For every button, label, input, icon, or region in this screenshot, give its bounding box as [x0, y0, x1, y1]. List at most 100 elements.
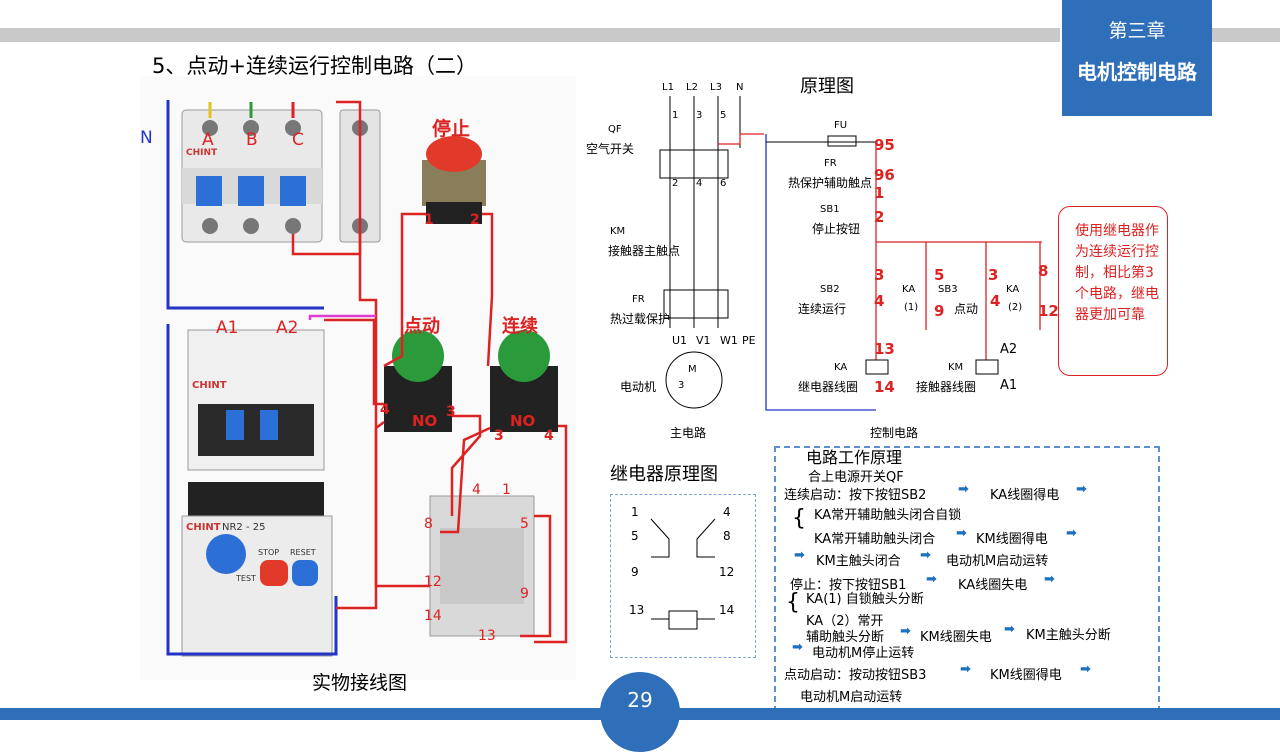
num-3a: 3: [874, 266, 885, 284]
label-motor: 电动机: [620, 380, 657, 394]
label-v1: V1: [696, 334, 711, 347]
arrow-icon: ➡: [792, 640, 803, 655]
chapter-number: 第三章: [1108, 20, 1166, 42]
label-l3: L3: [710, 82, 722, 93]
num-3b: 3: [988, 266, 999, 284]
arrow-icon: ➡: [956, 526, 967, 541]
fr-box: [663, 289, 729, 319]
watermark-logo: 王哥帮: [20, 664, 80, 688]
stop-button-cap: [426, 136, 482, 172]
num-13: 13: [874, 340, 895, 358]
breaker-toggle-2: [238, 176, 264, 206]
label-a1: A1: [216, 318, 239, 338]
num-9: 9: [934, 302, 945, 320]
relay-pin-1: 1: [631, 505, 639, 519]
arrow-icon: ➡: [1080, 662, 1091, 677]
jog-pin-3: 3: [446, 404, 456, 420]
work-line-9: 电动机M停止运转: [812, 646, 915, 661]
work-line-3b: KM线圈得电: [976, 532, 1048, 547]
wire-jog-left: [374, 421, 430, 588]
relay-diagram: 1 4 5 8 9 12 13 14: [610, 494, 756, 658]
motor-circle: [665, 351, 723, 409]
t-3a: 3: [696, 110, 703, 121]
work-line-10a: 点动启动：按动按钮SB3: [784, 668, 927, 683]
label-sb1: SB1: [820, 204, 840, 215]
label-ka1: KA: [902, 284, 916, 295]
label-b: B: [246, 130, 258, 150]
num-a1: A1: [1000, 378, 1018, 393]
cont-pin-4: 4: [544, 428, 554, 444]
relay-contact-right: [696, 518, 716, 558]
stop-pin-2: 2: [470, 212, 480, 228]
brace-icon: {: [786, 590, 800, 615]
label-l1: L1: [662, 82, 674, 93]
work-line-1b: KA线圈得电: [990, 488, 1060, 503]
working-principle-title: 电路工作原理: [806, 448, 903, 467]
thermal-stop-text: STOP: [258, 548, 280, 557]
contactor-front: [198, 404, 314, 456]
brace-icon: {: [792, 506, 806, 531]
thermal-reset-text: RESET: [290, 548, 316, 557]
label-pe: PE: [742, 334, 756, 347]
breaker-screw-5: [243, 218, 259, 234]
relay-pin-1: 1: [502, 482, 511, 498]
breaker-screw-1: [202, 120, 218, 136]
label-cont-run: 连续运行: [798, 302, 847, 316]
work-line-4b: 电动机M启动运转: [946, 554, 1049, 569]
stop-button-block: [426, 202, 482, 224]
wire-thermal: [336, 234, 378, 610]
top-band: [0, 28, 1060, 42]
thermal-test-text: TEST: [236, 574, 256, 583]
label-contactor-main: 接触器主触点: [608, 244, 681, 258]
label-stop: 停止: [432, 118, 471, 140]
work-line-6: KA(1) 自锁触头分断: [806, 592, 924, 607]
wire-stop-right: [482, 212, 494, 367]
breaker-toggle-3: [280, 176, 306, 206]
label-l2: L2: [686, 82, 698, 93]
breaker-brand: CHINT: [186, 148, 218, 158]
jog-button-cap: [392, 330, 444, 382]
label-sb3: SB3: [938, 284, 958, 295]
contactor-brand: CHINT: [192, 380, 227, 391]
arrow-icon: ➡: [1044, 572, 1055, 587]
label-ka-coil-tag: KA: [834, 362, 848, 373]
breaker-screw-3: [285, 120, 301, 136]
relay-contact-left: [650, 518, 670, 558]
cont-pin-3: 3: [494, 428, 504, 444]
thermal-reset-button: [292, 560, 318, 586]
num-1: 1: [874, 184, 885, 202]
t-5a: 5: [720, 110, 727, 121]
num-4a: 4: [874, 292, 885, 310]
t-1a: 1: [672, 110, 679, 121]
relay-pin-5: 5: [631, 529, 639, 543]
jog-pin-4: 4: [380, 402, 390, 418]
label-jog: 点动: [404, 316, 440, 337]
motor-3: 3: [678, 380, 685, 391]
wire-jog-right: [450, 414, 482, 516]
wire-cont-right: [534, 424, 568, 644]
thermal-brand: CHINT: [186, 522, 221, 533]
relay-pin-14: 14: [424, 608, 442, 624]
work-line-10b: KM线圈得电: [990, 668, 1062, 683]
relay-pin-13: 13: [478, 628, 496, 644]
t-2a: 2: [672, 178, 679, 189]
schematic-area: 原理图 L1 L2 L3 N QF 空气开关 KM 接触器主触点 FR 热过载保…: [576, 70, 1059, 440]
work-line-1a: 连续启动：按下按钮SB2: [784, 488, 927, 503]
label-fr-ctrl: FR: [824, 158, 837, 169]
label-main-circuit: 主电路: [670, 426, 707, 440]
num-8: 8: [1038, 262, 1049, 280]
relay-pin-9: 9: [631, 565, 639, 579]
label-contactor-coil: 接触器线圈: [916, 380, 977, 394]
thermal-model: NR2 - 25: [222, 522, 266, 533]
arrow-icon: ➡: [958, 482, 969, 497]
work-line-8a: 辅助触头分断: [806, 630, 885, 645]
num-4b: 4: [990, 292, 1001, 310]
chapter-title: 电机控制电路: [1077, 60, 1197, 84]
thermal-stop-button: [260, 560, 288, 586]
note-callout: 使用继电器作为连续运行控制，相比第3个电路，继电器更加可靠: [1058, 206, 1168, 376]
label-sb2: SB2: [820, 284, 840, 295]
arrow-icon: ➡: [1004, 622, 1015, 637]
label-relay-coil: 继电器线圈: [798, 380, 859, 394]
label-ka1-num: (1): [904, 302, 919, 313]
relay-coil-symbol: [668, 610, 698, 630]
